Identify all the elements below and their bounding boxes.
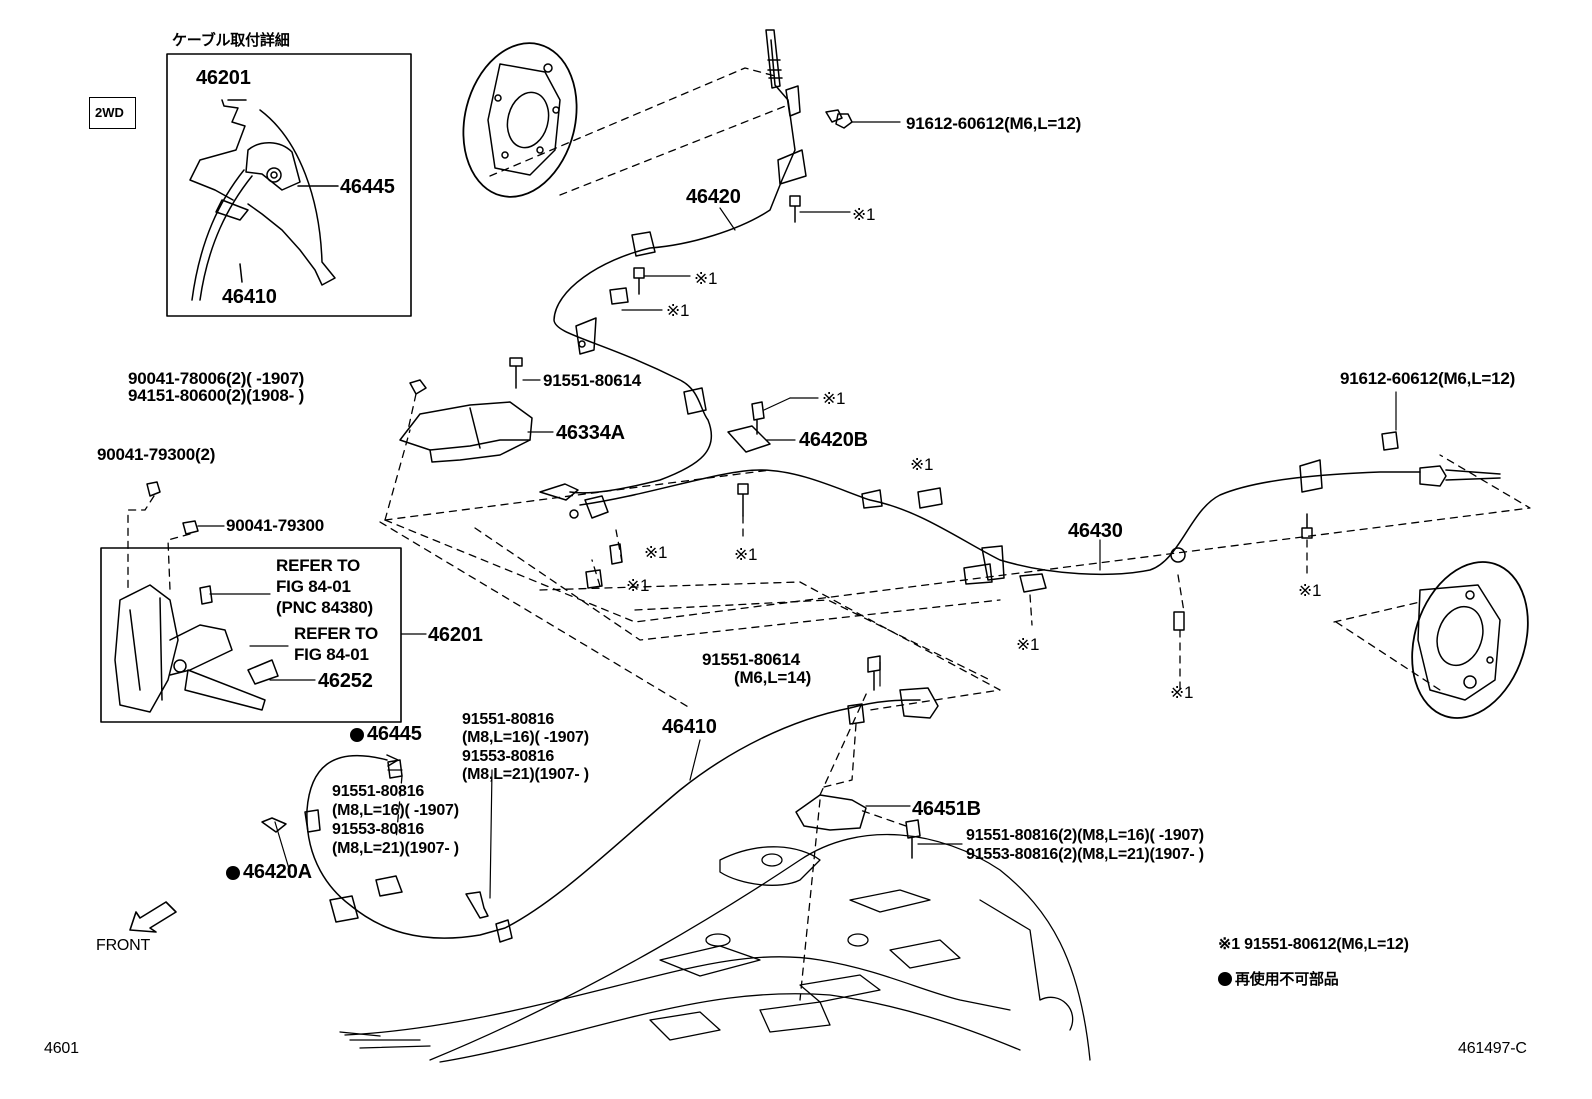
label-b2-a: 91551-80816 [332,783,425,800]
label-46420b: 46420B [799,429,868,451]
label-b3-b: 91553-80816(2)(M8,L=21)(1907- ) [966,846,1204,863]
non-reusable-dot-icon [350,728,364,742]
label-46445-text: 46445 [367,723,422,745]
label-bolt-top: 91612-60612(M6,L=12) [906,114,1082,133]
equalizer-drawing [539,483,609,519]
label-mark1-b: ※1 [694,269,718,288]
label-refer2-a: REFER TO [294,624,379,643]
label-refer1-c: (PNC 84380) [276,598,374,617]
label-mark1-j: ※1 [1016,635,1040,654]
detail-label-46201: 46201 [196,67,251,89]
label-b2-d: (M8,L=21)(1907- ) [332,840,459,857]
cover-46334a-drawing [399,401,533,463]
legend-non-reusable-text: 再使用不可部品 [1235,970,1339,988]
leader-lines [197,121,1397,899]
label-nut-80600: 94151-80600(2)(1908- ) [128,386,305,405]
front-arrow-icon [129,901,177,933]
label-b1-a: 91551-80816 [462,711,555,728]
label-mark1-k: ※1 [1170,683,1194,702]
label-bolt-80614-top: 91551-80614 [543,371,642,390]
label-b3-a: 91551-80816(2)(M8,L=16)( -1907) [966,827,1204,844]
label-mark1-c: ※1 [666,301,690,320]
floor-panel-drawing [339,833,1091,1063]
label-refer1-a: REFER TO [276,556,361,575]
label-mark1-h: ※1 [626,576,650,595]
legend-non-reusable: 再使用不可部品 [1218,970,1339,988]
label-mark1-e: ※1 [910,455,934,474]
page-id-left: 4601 [44,1040,79,1057]
detail-label-46445: 46445 [340,176,395,198]
label-b1-b: (M8,L=16)( -1907) [462,729,589,746]
tag-2wd-text: 2WD [95,105,124,120]
label-b2-c: 91553-80816 [332,821,425,838]
legend-dot-icon [1218,972,1232,986]
label-mark1-g: ※1 [644,543,668,562]
label-46420a: 46420A [226,861,312,883]
label-b1-d: (M8,L=21)(1907- ) [462,766,589,783]
label-bolt-80614-mid: 91551-80614 [702,650,801,669]
tag-2wd: 2WD [89,97,136,129]
cable-46410-drawing [304,687,939,943]
label-46410: 46410 [662,716,717,738]
label-mark1-f: ※1 [734,545,758,564]
right-backing-plate [1411,561,1529,719]
label-46420: 46420 [686,186,741,208]
bracket-46451b-drawing [795,794,867,831]
label-refer1-b: FIG 84-01 [276,577,351,596]
label-46445: 46445 [350,723,422,745]
dashed-guides [127,67,1531,1001]
label-46201: 46201 [428,624,483,646]
label-b1-c: 91553-80816 [462,748,555,765]
page-id-right: 461497-C [1458,1040,1527,1057]
label-nut-79300-2: 90041-79300(2) [97,445,216,464]
cable-46430-drawing [579,459,1501,585]
cable-46420-drawing [553,29,807,494]
bracket-46420b-drawing [727,425,771,453]
refer-box-frame [100,547,402,723]
label-bolt-right: 91612-60612(M6,L=12) [1340,369,1516,388]
label-46334a: 46334A [556,422,625,444]
label-46252: 46252 [318,670,373,692]
legend-mark1: ※1 91551-80612(M6,L=12) [1218,936,1409,953]
label-46451b: 46451B [912,798,981,820]
pedal-46201-drawing [114,584,279,713]
detail-box-frame [166,53,412,317]
label-bolt-80614-mid-spec: (M6,L=14) [734,668,812,687]
label-46430: 46430 [1068,520,1123,542]
label-mark1-d: ※1 [822,389,846,408]
label-mark1-a: ※1 [852,205,876,224]
non-reusable-dot-icon [226,866,240,880]
detail-lever-drawing [189,99,339,301]
label-front: FRONT [96,937,151,954]
label-b2-b: (M8,L=16)( -1907) [332,802,459,819]
detail-label-46410: 46410 [222,286,277,308]
left-backing-plate [462,42,578,198]
label-mark1-i: ※1 [1298,581,1322,600]
label-nut-79300: 90041-79300 [226,516,325,535]
detail-box-title: ケーブル取付詳細 [172,31,290,49]
label-nut-78006: 90041-78006(2)( -1907) [128,369,305,388]
label-refer2-b: FIG 84-01 [294,645,369,664]
label-46420a-text: 46420A [243,861,312,883]
